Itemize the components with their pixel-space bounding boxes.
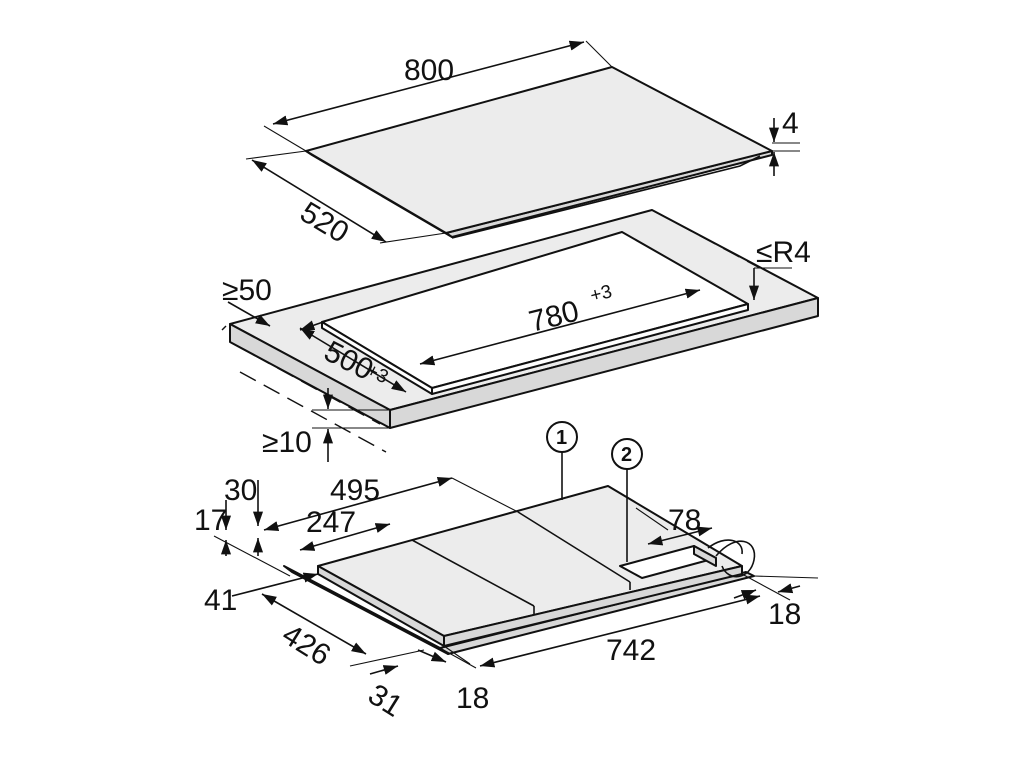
dimension-742: 742 <box>443 594 761 668</box>
callout-1-label: 1 <box>556 427 567 449</box>
dimension-18-left: 18 <box>417 647 489 715</box>
hob-glass-panel <box>305 66 773 239</box>
dim-label-31: 31 <box>362 678 408 724</box>
dim-label-742: 742 <box>606 634 656 667</box>
callout-1: 1 <box>546 421 578 500</box>
dimension-17: 17 <box>194 500 291 577</box>
dimension-800: 800 <box>263 40 613 152</box>
callout-2-label: 2 <box>621 444 632 466</box>
dim-label-780: 780 <box>526 295 583 339</box>
dim-label-78: 78 <box>668 504 701 537</box>
dimension-31: 31 <box>349 649 425 724</box>
dim-label-41: 41 <box>204 584 237 617</box>
dim-label-radius: ≤R4 <box>756 236 811 269</box>
dim-label-30: 30 <box>224 474 257 507</box>
dim-label-247: 247 <box>306 506 356 539</box>
dim-tolerance-780: +3 <box>588 281 614 307</box>
dim-label-min-10: ≥10 <box>262 426 312 459</box>
dim-label-495: 495 <box>330 474 380 507</box>
dim-label-426: 426 <box>276 618 336 673</box>
dimension-min-50: ≥50 <box>222 274 327 331</box>
worktop-with-cutout <box>229 209 819 429</box>
callout-2: 2 <box>611 438 643 562</box>
dimension-78: 78 <box>635 504 713 546</box>
dim-label-17: 17 <box>194 504 227 537</box>
dimension-radius: ≤R4 <box>748 236 811 300</box>
dimension-247: 247 <box>299 506 391 551</box>
dim-label-520: 520 <box>294 196 354 250</box>
dimension-426: 426 <box>261 593 367 673</box>
dim-label-18-left: 18 <box>456 682 489 715</box>
dim-label-min-50: ≥50 <box>222 274 272 307</box>
dimension-18-right: 18 <box>733 573 819 631</box>
dimension-4: 4 <box>768 107 800 176</box>
dim-label-4: 4 <box>782 107 799 140</box>
dim-label-18-right: 18 <box>768 598 801 631</box>
dim-label-800: 800 <box>404 54 454 87</box>
dimension-min-10: ≥10 <box>262 388 392 462</box>
dimension-495: 495 <box>263 474 519 532</box>
dimension-41: 41 <box>204 572 319 617</box>
dimension-30: 30 <box>224 474 264 556</box>
